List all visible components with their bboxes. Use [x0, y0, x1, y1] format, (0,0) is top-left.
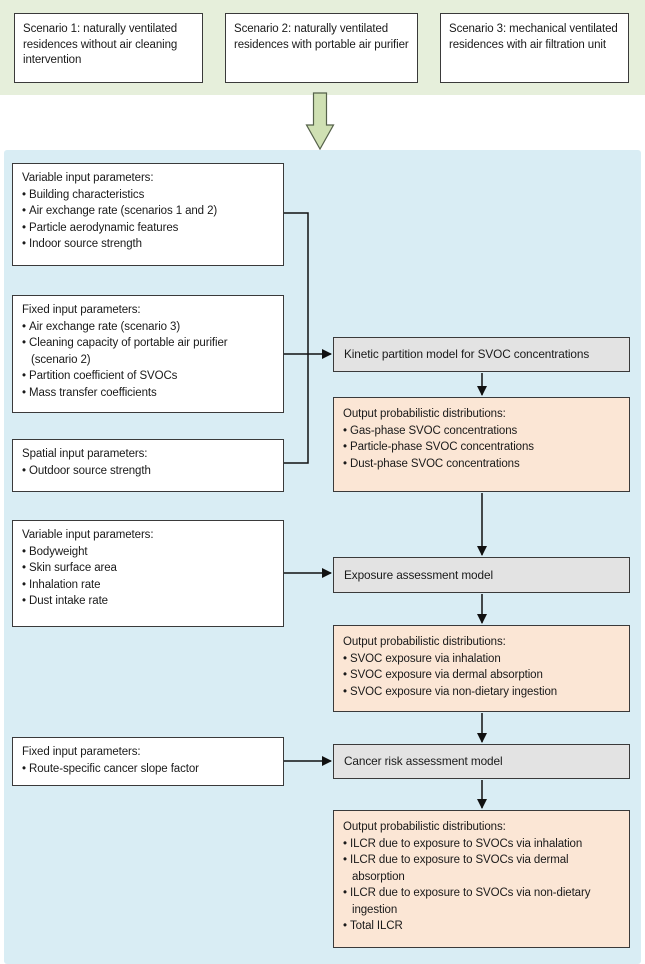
box-title: Fixed input parameters:	[22, 746, 141, 758]
model-box-kinetic: Kinetic partition model for SVOC concent…	[333, 337, 630, 372]
down-arrow-icon	[305, 92, 335, 151]
model-box-label: Kinetic partition model for SVOC concent…	[344, 347, 590, 362]
bullet-item: Indoor source strength	[22, 236, 275, 253]
bullet-item: Inhalation rate	[22, 577, 275, 594]
bullet-list: ILCR due to exposure to SVOCs via inhala…	[343, 836, 621, 935]
bullet-list: Route-specific cancer slope factor	[22, 761, 275, 778]
bullet-list: Outdoor source strength	[22, 463, 275, 480]
bullet-item: Partition coefficient of SVOCs	[22, 368, 275, 385]
model-box-cancer: Cancer risk assessment model	[333, 744, 630, 779]
scenario-box-1: Scenario 1: naturally ventilated residen…	[14, 13, 203, 83]
scenario-1-label: Scenario 1: naturally ventilated residen…	[23, 23, 178, 66]
scenario-box-3: Scenario 3: mechanical ventilated reside…	[440, 13, 629, 83]
box-title: Variable input parameters:	[22, 529, 154, 541]
model-box-label: Exposure assessment model	[344, 567, 493, 582]
scenario-2-label: Scenario 2: naturally ventilated residen…	[234, 23, 409, 51]
output-box-exposure: Output probabilistic distributions: SVOC…	[333, 625, 630, 712]
input-box-fixed-2: Fixed input parameters: Route-specific c…	[12, 737, 284, 786]
box-title: Spatial input parameters:	[22, 448, 148, 460]
scenario-band: Scenario 1: naturally ventilated residen…	[0, 0, 645, 95]
bullet-list: Gas-phase SVOC concentrations Particle-p…	[343, 423, 621, 473]
bullet-item: Gas-phase SVOC concentrations	[343, 423, 621, 440]
bullet-item: Cleaning capacity of portable air purifi…	[22, 335, 275, 368]
bullet-item: ILCR due to exposure to SVOCs via dermal…	[343, 852, 621, 885]
input-box-variable-1: Variable input parameters: Building char…	[12, 163, 284, 266]
bullet-list: Building characteristics Air exchange ra…	[22, 187, 275, 253]
bullet-item: SVOC exposure via non-dietary ingestion	[343, 684, 621, 701]
input-box-fixed-1: Fixed input parameters: Air exchange rat…	[12, 295, 284, 413]
box-title: Fixed input parameters:	[22, 304, 141, 316]
bullet-item: Dust intake rate	[22, 593, 275, 610]
bullet-item: Dust-phase SVOC concentrations	[343, 456, 621, 473]
bullet-item: Mass transfer coefficients	[22, 385, 275, 402]
box-title: Output probabilistic distributions:	[343, 821, 506, 833]
bullet-list: Air exchange rate (scenario 3) Cleaning …	[22, 319, 275, 402]
scenario-box-2: Scenario 2: naturally ventilated residen…	[225, 13, 418, 83]
box-title: Output probabilistic distributions:	[343, 636, 506, 648]
scenario-3-label: Scenario 3: mechanical ventilated reside…	[449, 23, 618, 51]
bullet-item: Air exchange rate (scenarios 1 and 2)	[22, 203, 275, 220]
model-box-label: Cancer risk assessment model	[344, 754, 503, 769]
box-title: Output probabilistic distributions:	[343, 408, 506, 420]
output-box-ilcr: Output probabilistic distributions: ILCR…	[333, 810, 630, 948]
bullet-item: Total ILCR	[343, 918, 621, 935]
bullet-item: Bodyweight	[22, 544, 275, 561]
bullet-item: Route-specific cancer slope factor	[22, 761, 275, 778]
bullet-item: SVOC exposure via inhalation	[343, 651, 621, 668]
bullet-list: SVOC exposure via inhalation SVOC exposu…	[343, 651, 621, 701]
bullet-item: Building characteristics	[22, 187, 275, 204]
bullet-item: Outdoor source strength	[22, 463, 275, 480]
model-box-exposure: Exposure assessment model	[333, 557, 630, 593]
box-title: Variable input parameters:	[22, 172, 154, 184]
bullet-item: Particle-phase SVOC concentrations	[343, 439, 621, 456]
bullet-item: SVOC exposure via dermal absorption	[343, 667, 621, 684]
bullet-item: ILCR due to exposure to SVOCs via inhala…	[343, 836, 621, 853]
output-box-concentrations: Output probabilistic distributions: Gas-…	[333, 397, 630, 492]
bullet-item: Air exchange rate (scenario 3)	[22, 319, 275, 336]
bullet-item: ILCR due to exposure to SVOCs via non-di…	[343, 885, 621, 918]
input-box-variable-2: Variable input parameters: Bodyweight Sk…	[12, 520, 284, 627]
bullet-item: Particle aerodynamic features	[22, 220, 275, 237]
input-box-spatial: Spatial input parameters: Outdoor source…	[12, 439, 284, 492]
bullet-list: Bodyweight Skin surface area Inhalation …	[22, 544, 275, 610]
bullet-item: Skin surface area	[22, 560, 275, 577]
